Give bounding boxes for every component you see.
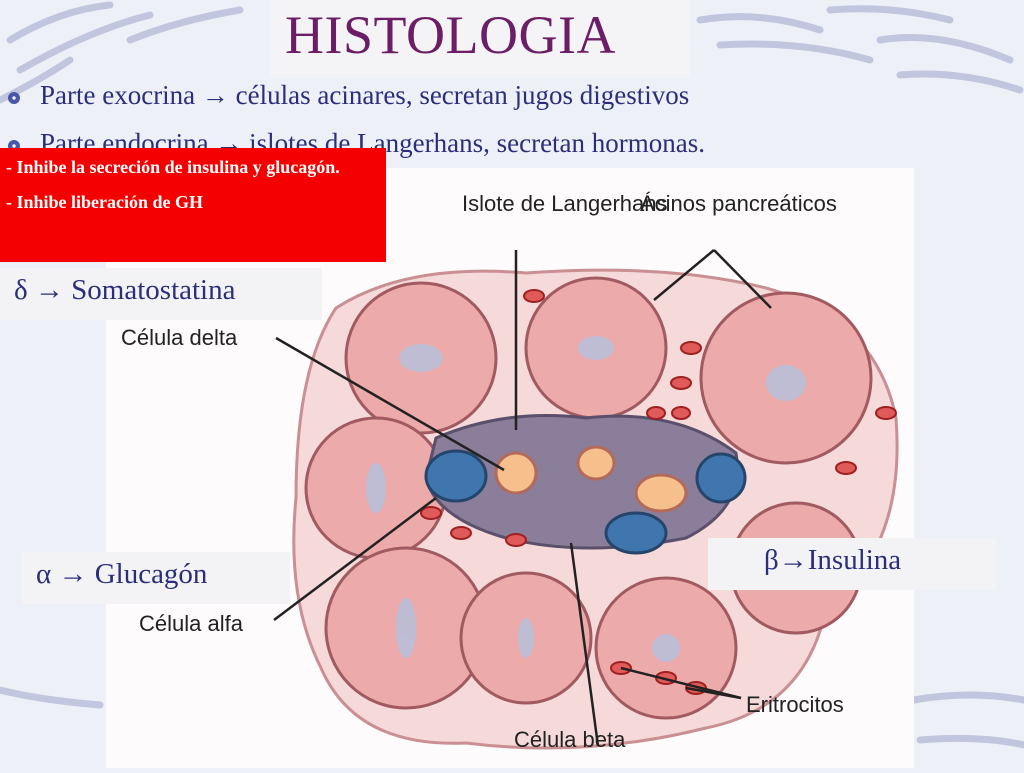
label-insulina: β→Insulina [708,538,996,590]
histology-figure: Islote de Langerhans Ácinos pancreáticos… [106,168,914,768]
title-box [270,0,690,78]
figure-label-celula-delta: Célula delta [121,325,238,350]
page-title: HISTOLOGIA [285,5,616,65]
figure-label-celula-beta: Célula beta [514,727,626,752]
effect-line-1: - Inhibe la secreción de insulina y gluc… [6,157,340,177]
figure-label-islote: Islote de Langerhans [462,191,668,216]
bullet-exocrina: Parte exocrina → células acinares, secre… [8,80,689,111]
label-somatostatina: δ → Somatostatina [0,268,322,320]
pancreas-illustration [273,249,899,750]
bullet-text: Parte exocrina → células acinares, secre… [40,80,690,110]
figure-label-celula-alfa: Célula alfa [139,611,243,636]
bullet-icon [8,91,20,104]
label-glucagon: α → Glucagón [22,552,290,604]
figure-label-eritrocitos: Eritrocitos [746,692,844,717]
somatostatina-effects-box: - Inhibe la secreción de insulina y gluc… [0,148,386,262]
figure-label-acinos: Ácinos pancreáticos [640,191,837,216]
effect-line-2: - Inhibe liberación de GH [6,192,204,212]
